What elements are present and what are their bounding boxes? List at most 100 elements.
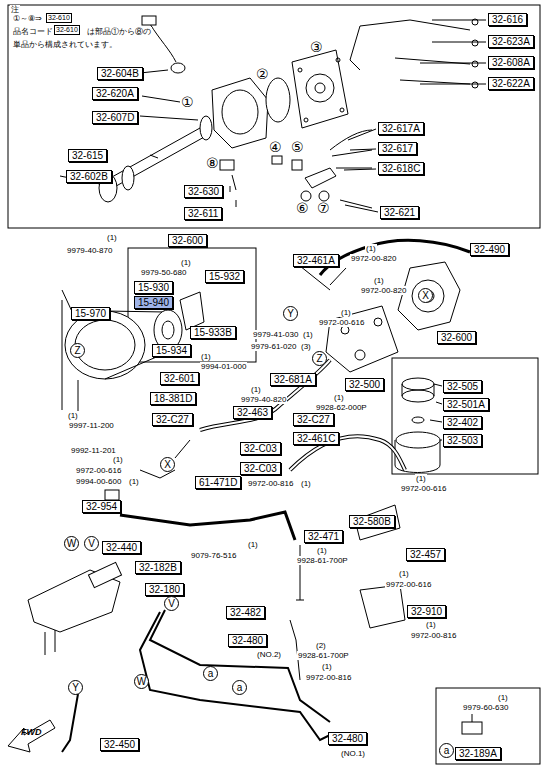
part-code: 9972-00-616 — [75, 466, 122, 475]
callout-number: ⑧ — [205, 156, 220, 171]
flow-valve — [292, 160, 302, 170]
note-text: 品名コード — [12, 27, 54, 36]
part-number: 32-457 — [410, 549, 441, 560]
part-number-box: 32-490 — [470, 243, 509, 256]
pressure-switch — [171, 63, 185, 73]
connection-circle: W — [64, 536, 79, 551]
connection-letter: Z — [74, 345, 80, 356]
connection-letter: a — [237, 682, 243, 693]
connection-circle: X — [160, 457, 175, 472]
part-number-box: 32-608A — [488, 56, 534, 69]
part-number: 32-482 — [230, 607, 261, 618]
part-code: (1) — [67, 411, 79, 420]
crank-pulley — [65, 311, 145, 379]
part-number-box: 15-932 — [205, 270, 244, 283]
part-number: 32-615 — [72, 150, 103, 161]
part-number-box: 32-471 — [304, 530, 343, 543]
part-number-box: 32-C27 — [293, 413, 334, 426]
part-number-box: 32-505 — [443, 380, 482, 393]
part-code: 9979-40-870 — [66, 246, 113, 255]
part-number: 18-381D — [154, 393, 192, 404]
part-number: 32-C03 — [244, 443, 277, 454]
connection-letter: W — [137, 676, 146, 687]
switch-wire — [150, 24, 176, 62]
part-number: 32-611 — [188, 208, 218, 219]
part-number-box: 32-463 — [233, 406, 272, 419]
part-code: (1) — [340, 308, 352, 317]
note-text: ①～⑧⇒ — [12, 14, 43, 23]
cover-hub — [315, 83, 325, 93]
valve-spring — [272, 156, 282, 164]
part-number: 15-934 — [156, 345, 187, 356]
part-number-box: 32-C03 — [240, 462, 281, 475]
part-number: 32-601 — [164, 373, 195, 384]
part-code: (1) — [373, 276, 385, 285]
part-number-box: 32-622A — [488, 77, 534, 90]
pump-bracket — [326, 306, 398, 372]
part-code: (3) — [300, 342, 312, 351]
part-number: 32-618C — [382, 163, 420, 174]
reservoir-frame — [392, 358, 538, 474]
part-number-box: 32-601 — [160, 372, 199, 385]
part-number: 32-450 — [104, 739, 135, 750]
part-number-box: 32-482 — [226, 606, 265, 619]
part-code: 9972-00-820 — [360, 286, 407, 295]
part-code: 9992-11-201 — [70, 446, 117, 455]
part-number-box: 32-580B — [349, 515, 395, 528]
group-frame — [128, 248, 256, 362]
part-number-box: 32-604B — [97, 67, 143, 80]
part-number-box: 32-461C — [293, 432, 339, 445]
connection-circle: X — [418, 288, 433, 303]
part-number: 15-940 — [138, 297, 169, 308]
pipe-no1 — [140, 612, 330, 740]
part-number-box: 32-616 — [488, 13, 527, 26]
part-number-box: 32-615 — [68, 149, 107, 162]
part-number: 32-622A — [492, 78, 530, 89]
shaft — [103, 128, 206, 190]
part-code: 9972-00-616 — [318, 318, 365, 327]
part-number: 32-910 — [411, 606, 442, 617]
connection-circle: a — [203, 666, 218, 681]
snap-ring — [122, 166, 134, 190]
part-number-box: 32-440 — [102, 541, 141, 554]
connection-letter: Y — [287, 308, 294, 319]
part-number: 32-600 — [441, 332, 472, 343]
part-code: (1) — [200, 352, 212, 361]
pipe-joint — [290, 620, 300, 680]
callout-number: ⑤ — [290, 140, 305, 155]
part-number-box: 32-503 — [443, 434, 482, 447]
part-code: (1) — [316, 546, 328, 555]
callout-number: ② — [255, 67, 270, 82]
part-number: 15-970 — [75, 308, 106, 319]
part-number-box: 32-402 — [443, 416, 482, 429]
part-number: 32-630 — [188, 186, 219, 197]
part-number-box: 32-600 — [168, 234, 207, 247]
part-number: 32-604B — [101, 68, 139, 79]
part-number-box: 32-618C — [378, 162, 424, 175]
part-number: 32-617 — [382, 143, 413, 154]
fwd-arrow — [8, 720, 55, 752]
part-number: 32-503 — [447, 435, 478, 446]
connection-letter: V — [88, 538, 95, 549]
part-number-box: 15-933B — [190, 326, 236, 339]
part-number-box: 32-480 — [328, 732, 367, 745]
part-number-box: 32-610 — [54, 25, 80, 35]
part-code: 9979-61-020 — [250, 342, 297, 351]
union-bolt — [220, 160, 234, 170]
connection-circle: Y — [68, 680, 83, 695]
part-number-box: 32-954 — [82, 500, 121, 513]
switch-connector — [142, 16, 156, 25]
part-number: 32-C03 — [244, 463, 277, 474]
part-number: 32-461C — [297, 433, 335, 444]
part-number-box: 61-471D — [195, 476, 241, 489]
part-number-box: 32-C03 — [240, 442, 281, 455]
part-code: (1) — [128, 477, 140, 486]
leader-lines — [430, 384, 442, 440]
connection-letter: X — [422, 290, 429, 301]
pipe-nut — [340, 200, 372, 208]
pulley-groove — [75, 320, 135, 370]
part-number: 32-500 — [349, 379, 380, 390]
part-number: 32-C27 — [156, 414, 189, 425]
clamp — [105, 490, 119, 500]
